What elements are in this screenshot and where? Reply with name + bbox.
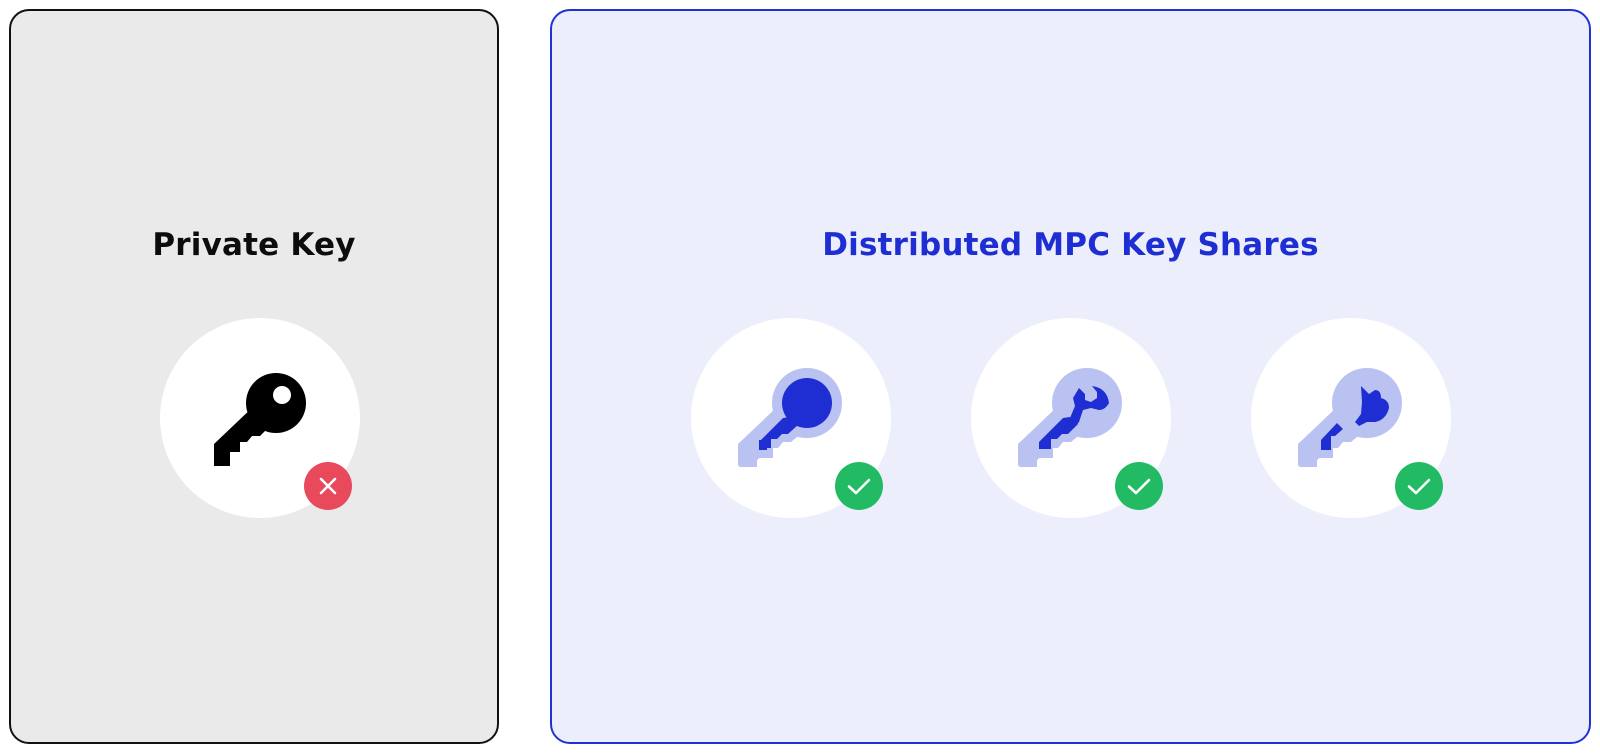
private-key-card [160,318,360,518]
valid-status-badge-2 [1115,462,1163,510]
key-share-card-1 [691,318,891,518]
valid-status-badge-1 [835,462,883,510]
key-share-1-icon [738,368,842,467]
key-share-3-icon [1298,368,1402,467]
check-icon [1127,478,1151,495]
mpc-key-shares-title: Distributed MPC Key Shares [822,227,1319,263]
invalid-status-badge [304,462,352,510]
x-icon [319,477,337,495]
key-share-2-icon [1018,368,1122,467]
private-key-title: Private Key [152,227,356,263]
mpc-key-shares-panel: Distributed MPC Key Shares [550,9,1591,744]
check-icon [1407,478,1431,495]
key-share-card-3 [1251,318,1451,518]
valid-status-badge-3 [1395,462,1443,510]
private-key-panel: Private Key [9,9,499,744]
key-share-card-2 [971,318,1171,518]
check-icon [847,478,871,495]
key-icon [214,373,306,466]
